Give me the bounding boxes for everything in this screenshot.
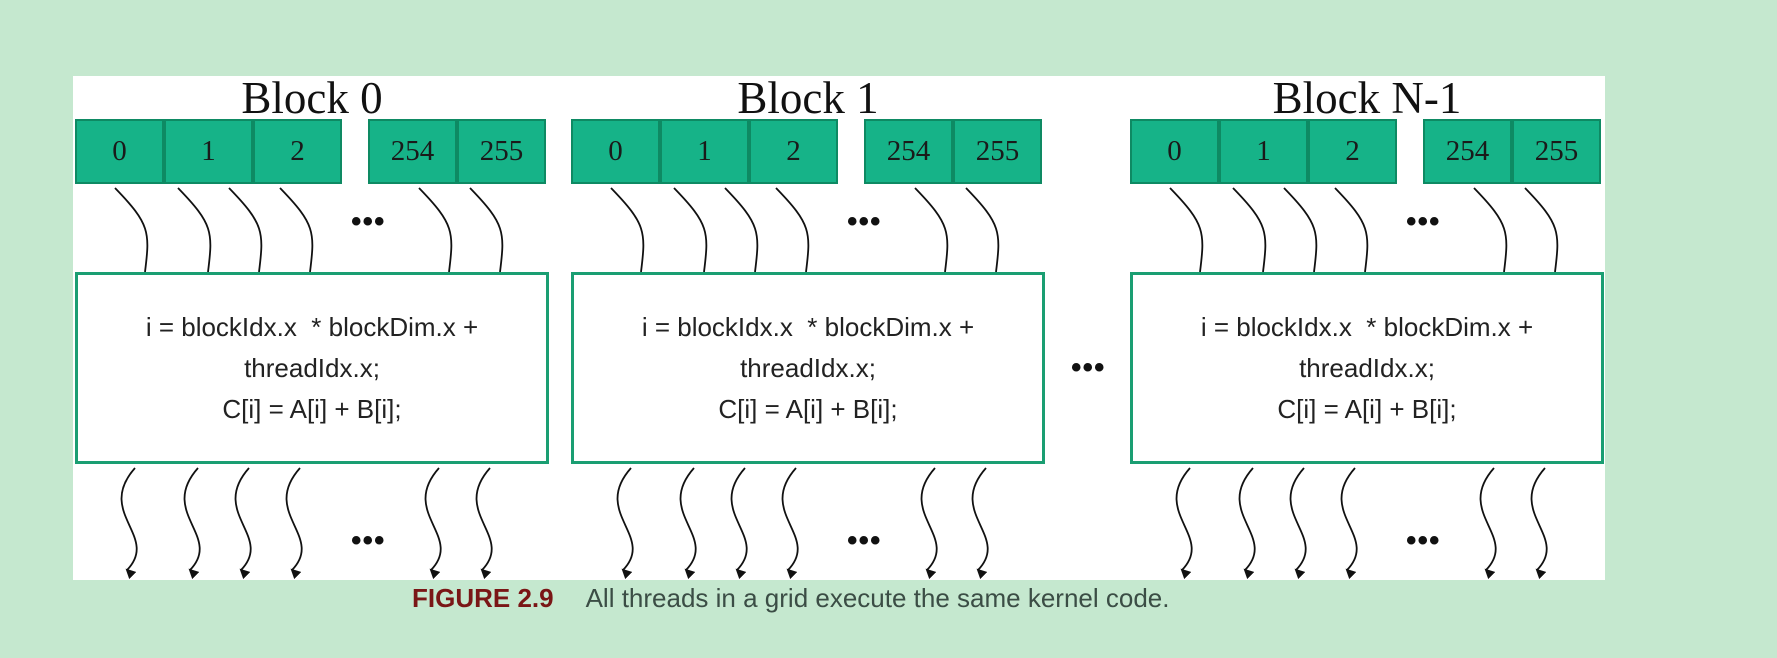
thread-cell: 255 <box>1512 119 1601 184</box>
kernel-code-line: threadIdx.x; <box>244 352 380 383</box>
ellipsis-top: ••• <box>351 205 386 238</box>
ellipsis-bottom: ••• <box>1406 524 1441 557</box>
thread-output-arrow <box>730 467 748 580</box>
thread-connector-line <box>279 187 314 273</box>
thread-output-arrow <box>424 467 442 580</box>
thread-connector-line <box>775 187 810 273</box>
thread-output-arrow <box>1175 467 1193 580</box>
thread-cell: 2 <box>253 119 342 184</box>
thread-connector-line <box>673 187 708 273</box>
thread-cell: 254 <box>368 119 457 184</box>
kernel-code-line: i = blockIdx.x * blockDim.x + <box>641 311 975 342</box>
thread-cell: 254 <box>864 119 953 184</box>
caption-text: All threads in a grid execute the same k… <box>585 583 1170 613</box>
thread-output-arrow <box>1289 467 1307 580</box>
thread-output-arrow <box>234 467 252 580</box>
thread-connector-line <box>418 187 453 273</box>
thread-output-arrow <box>1238 467 1256 580</box>
kernel-code-line: C[i] = A[i] + B[i]; <box>718 393 898 424</box>
thread-output-arrow <box>616 467 634 580</box>
thread-cell: 255 <box>953 119 1042 184</box>
thread-connector-line <box>469 187 504 273</box>
thread-output-arrow <box>1530 467 1548 580</box>
thread-connector-line <box>228 187 263 273</box>
ellipsis-between-blocks: ••• <box>1071 351 1106 384</box>
thread-output-arrow <box>1340 467 1358 580</box>
ellipsis-bottom: ••• <box>351 524 386 557</box>
thread-cell: 2 <box>1308 119 1397 184</box>
kernel-code-line: C[i] = A[i] + B[i]; <box>1277 393 1457 424</box>
thread-cell: 0 <box>1130 119 1219 184</box>
thread-connector-line <box>1232 187 1267 273</box>
kernel-code-box: i = blockIdx.x * blockDim.x + threadIdx.x… <box>1130 272 1604 464</box>
thread-output-arrow <box>920 467 938 580</box>
thread-connector-line <box>610 187 645 273</box>
thread-output-arrow <box>120 467 138 580</box>
thread-cell: 0 <box>75 119 164 184</box>
thread-connector-line <box>1169 187 1204 273</box>
thread-connector-line <box>114 187 149 273</box>
thread-connector-line <box>965 187 1000 273</box>
figure-caption: FIGURE 2.9 All threads in a grid execute … <box>412 582 1169 614</box>
thread-connector-line <box>1524 187 1559 273</box>
thread-cell: 1 <box>164 119 253 184</box>
block-title: Block N-1 <box>1272 73 1462 123</box>
thread-cell: 2 <box>749 119 838 184</box>
ellipsis-top: ••• <box>1406 205 1441 238</box>
thread-connector-line <box>1473 187 1508 273</box>
kernel-code-line: i = blockIdx.x * blockDim.x + <box>1200 311 1534 342</box>
thread-output-arrow <box>781 467 799 580</box>
kernel-code-line: threadIdx.x; <box>1299 352 1435 383</box>
thread-cell: 0 <box>571 119 660 184</box>
kernel-code-box: i = blockIdx.x * blockDim.x + threadIdx.x… <box>571 272 1045 464</box>
thread-output-arrow <box>679 467 697 580</box>
ellipsis-bottom: ••• <box>847 524 882 557</box>
thread-cell: 254 <box>1423 119 1512 184</box>
kernel-code-line: C[i] = A[i] + B[i]; <box>222 393 402 424</box>
thread-connector-line <box>914 187 949 273</box>
caption-label: FIGURE 2.9 <box>412 583 554 613</box>
thread-output-arrow <box>285 467 303 580</box>
thread-output-arrow <box>1479 467 1497 580</box>
thread-output-arrow <box>183 467 201 580</box>
thread-output-arrow <box>971 467 989 580</box>
ellipsis-top: ••• <box>847 205 882 238</box>
thread-output-arrow <box>475 467 493 580</box>
block-title: Block 0 <box>241 73 383 123</box>
kernel-code-box: i = blockIdx.x * blockDim.x + threadIdx.x… <box>75 272 549 464</box>
thread-connector-line <box>1283 187 1318 273</box>
block-title: Block 1 <box>737 73 879 123</box>
kernel-code-line: threadIdx.x; <box>740 352 876 383</box>
thread-connector-line <box>724 187 759 273</box>
thread-grid-diagram <box>114 187 1559 580</box>
thread-connector-line <box>1334 187 1369 273</box>
thread-cell: 1 <box>1219 119 1308 184</box>
thread-cell: 1 <box>660 119 749 184</box>
thread-connector-line <box>177 187 212 273</box>
kernel-code-line: i = blockIdx.x * blockDim.x + <box>145 311 479 342</box>
thread-cell: 255 <box>457 119 546 184</box>
